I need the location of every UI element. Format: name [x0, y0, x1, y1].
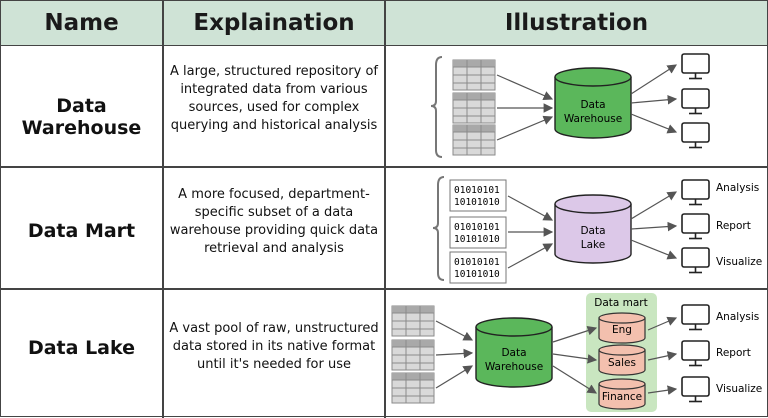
output-label: Report: [716, 347, 751, 359]
header-name: Name: [44, 10, 119, 36]
arrow-icon: [630, 191, 678, 220]
svg-text:Finance: Finance: [602, 391, 642, 403]
mart-cylinder-eng: Eng: [598, 312, 646, 344]
monitor-icon: [681, 53, 710, 80]
row-name-data-warehouse: Data Warehouse: [21, 95, 142, 139]
brace-icon: [432, 176, 445, 281]
arrow-icon: [496, 115, 554, 141]
monitor-icon: [681, 340, 710, 367]
output-label: Visualize: [716, 256, 762, 268]
header-explanation: Explaination: [193, 10, 355, 36]
arrow-icon: [435, 365, 474, 389]
output-label: Analysis: [716, 311, 759, 323]
data-lake-cylinder-icon: Data Lake: [554, 194, 632, 264]
binary-data-block: 01010101 10101010: [449, 179, 507, 212]
svg-text:Sales: Sales: [608, 357, 636, 369]
table-icon: [391, 305, 435, 337]
row-name-data-lake: Data Lake: [27, 337, 136, 359]
svg-text:Eng: Eng: [612, 324, 632, 336]
svg-text:10101010: 10101010: [454, 197, 500, 208]
table-icon: [452, 124, 496, 156]
arrow-icon: [630, 221, 678, 232]
column-divider: [384, 1, 386, 418]
row-name-data-mart: Data Mart: [27, 220, 136, 242]
brace-icon: [430, 56, 443, 158]
monitor-icon: [681, 376, 710, 403]
svg-text:01010101: 01010101: [454, 257, 500, 268]
arrow-icon: [630, 94, 678, 105]
illustration-data-lake: Data Warehouse Data mart Eng Sales Finan…: [391, 293, 762, 412]
arrow-icon: [647, 351, 678, 361]
monitor-icon: [681, 179, 710, 206]
arrow-icon: [630, 113, 678, 134]
arrow-icon: [507, 195, 554, 221]
data-mart-title: Data mart: [594, 297, 648, 309]
svg-text:01010101: 01010101: [454, 185, 500, 196]
store-label: Data: [501, 347, 526, 359]
row-explanation-data-lake: A vast pool of raw, unstructured data st…: [169, 321, 379, 372]
column-divider: [162, 1, 164, 418]
arrow-icon: [552, 326, 598, 343]
arrow-icon: [435, 320, 474, 341]
row-divider: [1, 166, 767, 168]
arrow-icon: [647, 316, 678, 331]
illustration-data-mart: 01010101 10101010 01010101 10101010 0101…: [432, 176, 762, 284]
row-divider: [1, 288, 767, 290]
monitor-icon: [681, 122, 710, 149]
arrow-icon: [552, 365, 598, 394]
output-label: Analysis: [716, 182, 759, 194]
data-warehouse-cylinder-icon: Data Warehouse: [475, 317, 553, 388]
output-label: Visualize: [716, 383, 762, 395]
mart-cylinder-finance: Finance: [598, 378, 646, 410]
mart-cylinder-sales: Sales: [598, 344, 646, 376]
svg-text:01010101: 01010101: [454, 222, 500, 233]
arrow-icon: [630, 239, 678, 260]
binary-data-block: 01010101 10101010: [449, 216, 507, 249]
header-illustration: Illustration: [504, 10, 649, 36]
monitor-icon: [681, 304, 710, 331]
table-icon: [452, 59, 496, 91]
arrow-icon: [647, 385, 678, 395]
arrow-icon: [496, 74, 554, 101]
row-explanation-data-warehouse: A large, structured repository of integr…: [169, 64, 378, 133]
arrow-icon: [507, 243, 554, 269]
table-icon: [391, 372, 435, 404]
binary-data-block: 01010101 10101010: [449, 251, 507, 284]
store-label: Data: [580, 225, 605, 237]
store-label: Warehouse: [485, 361, 543, 373]
arrow-icon: [552, 353, 598, 364]
arrow-icon: [630, 64, 678, 95]
monitor-icon: [681, 247, 710, 274]
store-label: Data: [580, 99, 605, 111]
illustration-warehouse: Data Warehouse: [430, 53, 710, 158]
store-label: Lake: [581, 239, 605, 251]
store-label: Warehouse: [564, 113, 622, 125]
output-label: Report: [716, 220, 751, 232]
table-icon: [391, 339, 435, 371]
monitor-icon: [681, 213, 710, 240]
arrow-icon: [435, 348, 474, 359]
row-explanation-data-mart: A more focused, department-specific subs…: [169, 187, 379, 256]
data-warehouse-cylinder-icon: Data Warehouse: [554, 67, 632, 139]
svg-text:10101010: 10101010: [454, 234, 500, 245]
monitor-icon: [681, 88, 710, 115]
table-icon: [452, 92, 496, 124]
svg-text:10101010: 10101010: [454, 269, 500, 280]
